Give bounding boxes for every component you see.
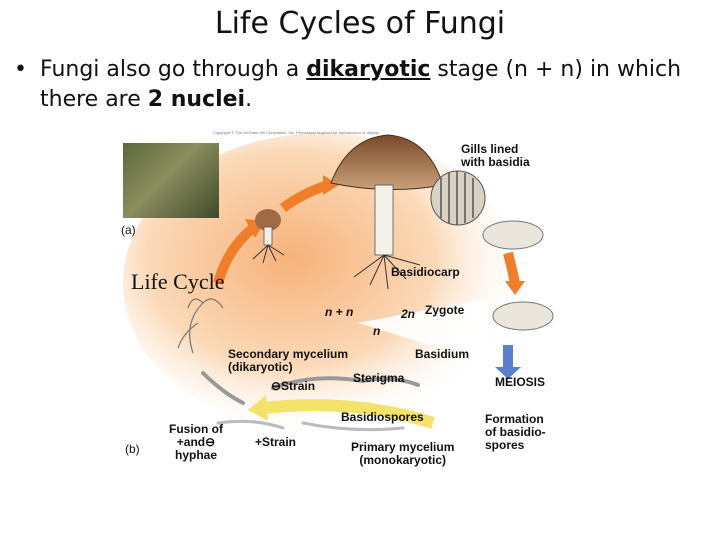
label-2n: 2n (401, 307, 416, 321)
young-mushroom-roots (252, 244, 285, 264)
life-cycle-diagram: Copyright © The McGraw-Hill Companies, I… (103, 123, 563, 480)
zygote-basidia (492, 301, 554, 331)
term-2-nuclei: 2 nuclei (147, 87, 246, 112)
gill-lines (440, 171, 474, 225)
bullet-text-part: Fungi also go through a (40, 57, 307, 82)
label-fusion: Fusion of +and⊖ hyphae (169, 422, 223, 462)
gills-detail (430, 170, 486, 226)
bullet-marker: • (14, 57, 27, 82)
meiosis-arrow (495, 345, 521, 379)
hyphae-strands (201, 371, 420, 405)
arrow-head-4 (248, 395, 268, 421)
label-n-plus-n: n + n (325, 305, 354, 319)
term-dikaryotic: dikaryotic (306, 57, 431, 82)
slide-title: Life Cycles of Fungi (214, 6, 506, 41)
cycle-background (123, 133, 523, 433)
label-a: (a) (121, 223, 136, 237)
basidia-cluster (482, 220, 544, 250)
label-sterigma: Sterigma (353, 371, 405, 385)
young-mushroom-cap (255, 209, 281, 231)
mushroom-photo (123, 143, 219, 218)
secondary-mycelium-drawing (177, 298, 224, 354)
nuclear-stage-wedge (358, 298, 488, 363)
label-zygote: Zygote (425, 303, 465, 317)
label-n: n (373, 324, 381, 338)
label-meiosis: MEIOSIS (495, 375, 546, 389)
label-plus-strain: +Strain (255, 435, 297, 449)
arrow-to-zygote (503, 251, 520, 284)
basidiocarp-mycelium (353, 254, 421, 290)
label-basidiospores: Basidiospores (341, 410, 424, 424)
arrow-spores-to-mycelium (262, 399, 435, 429)
copyright-notice: Copyright © The McGraw-Hill Companies, I… (213, 130, 380, 135)
label-minus-strain: ⊖Strain (271, 379, 316, 393)
young-mushroom-stalk (263, 226, 273, 246)
bullet-text-part: . (245, 87, 253, 112)
basidiocarp-stalk (374, 184, 394, 256)
label-basidium: Basidium (415, 347, 470, 361)
primary-hyphae (216, 419, 405, 432)
life-cycle-heading: Life Cycle (131, 269, 225, 294)
label-secondary-mycelium: Secondary mycelium (dikaryotic) (228, 347, 349, 374)
bullet-text-part: stage (n + n) in which there are (40, 57, 682, 112)
diagram-artwork (123, 133, 554, 433)
label-primary-mycelium: Primary mycelium (monokaryotic) (351, 440, 455, 467)
arrow-head-2 (323, 175, 339, 195)
label-gills: Gills lined with basidia (461, 142, 530, 169)
label-b: (b) (125, 442, 140, 456)
arrow-to-button (213, 224, 257, 285)
label-formation: Formation of basidio- spores (485, 412, 546, 452)
arrow-head-3 (505, 281, 525, 295)
bullet-point: • Fungi also go through a dikaryotic sta… (14, 55, 714, 115)
bullet-text: Fungi also go through a dikaryotic stage… (40, 55, 714, 115)
label-basidiocarp: Basidiocarp (391, 265, 460, 279)
